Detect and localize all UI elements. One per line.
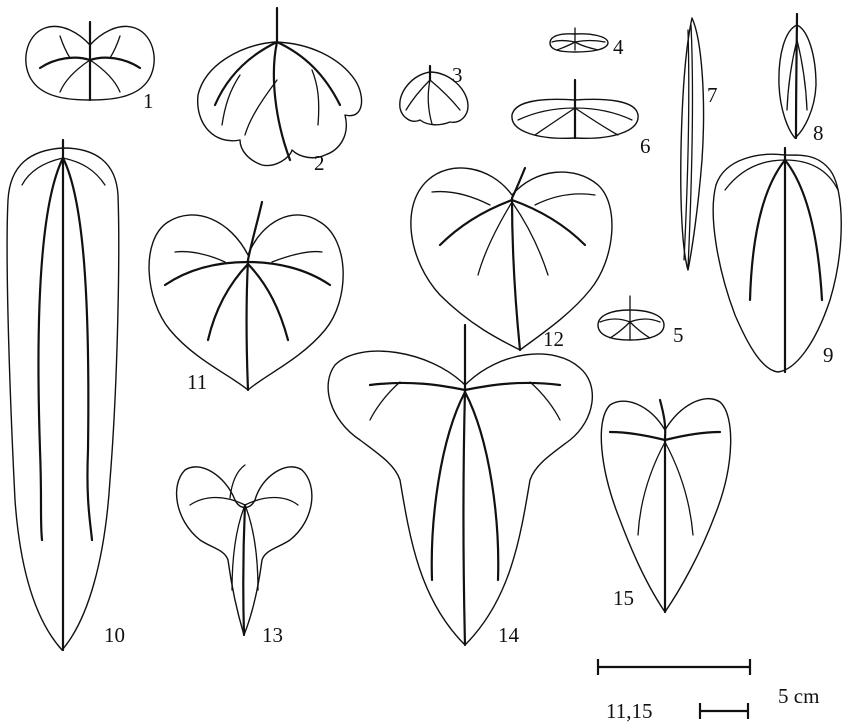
leaf-10 <box>7 140 119 650</box>
leaf-label-5: 5 <box>673 323 684 347</box>
leaf-label-11: 11 <box>187 370 207 394</box>
leaf-4 <box>550 28 608 52</box>
leaf-label-7: 7 <box>707 83 718 107</box>
leaf-label-15: 15 <box>613 586 634 610</box>
scale-bar-label: 5 cm <box>778 684 819 708</box>
leaf-label-4: 4 <box>613 35 624 59</box>
leaf-label-13: 13 <box>262 623 283 647</box>
scale-bar-small-label: 11,15 <box>606 699 652 723</box>
scale-bar-main <box>598 659 750 675</box>
leaf-label-3: 3 <box>452 63 463 87</box>
leaf-14 <box>328 325 592 645</box>
leaf-label-10: 10 <box>104 623 125 647</box>
leaf-2 <box>198 8 362 166</box>
leaf-13 <box>177 465 312 635</box>
scale-bar-small <box>700 703 748 719</box>
leaf-label-6: 6 <box>640 134 651 158</box>
leaf-11 <box>149 202 343 390</box>
leaf-label-8: 8 <box>813 121 824 145</box>
leaf-8 <box>779 14 816 138</box>
leaf-7 <box>681 18 704 270</box>
leaf-5 <box>598 296 664 340</box>
leaf-9 <box>713 148 841 372</box>
leaf-label-1: 1 <box>143 89 154 113</box>
leaf-6 <box>512 80 638 138</box>
leaf-15 <box>601 399 730 612</box>
leaf-12 <box>411 168 612 350</box>
leaf-label-9: 9 <box>823 343 834 367</box>
leaf-label-2: 2 <box>314 151 325 175</box>
leaf-1 <box>26 22 154 100</box>
leaf-label-12: 12 <box>543 327 564 351</box>
leaf-label-14: 14 <box>498 623 520 647</box>
